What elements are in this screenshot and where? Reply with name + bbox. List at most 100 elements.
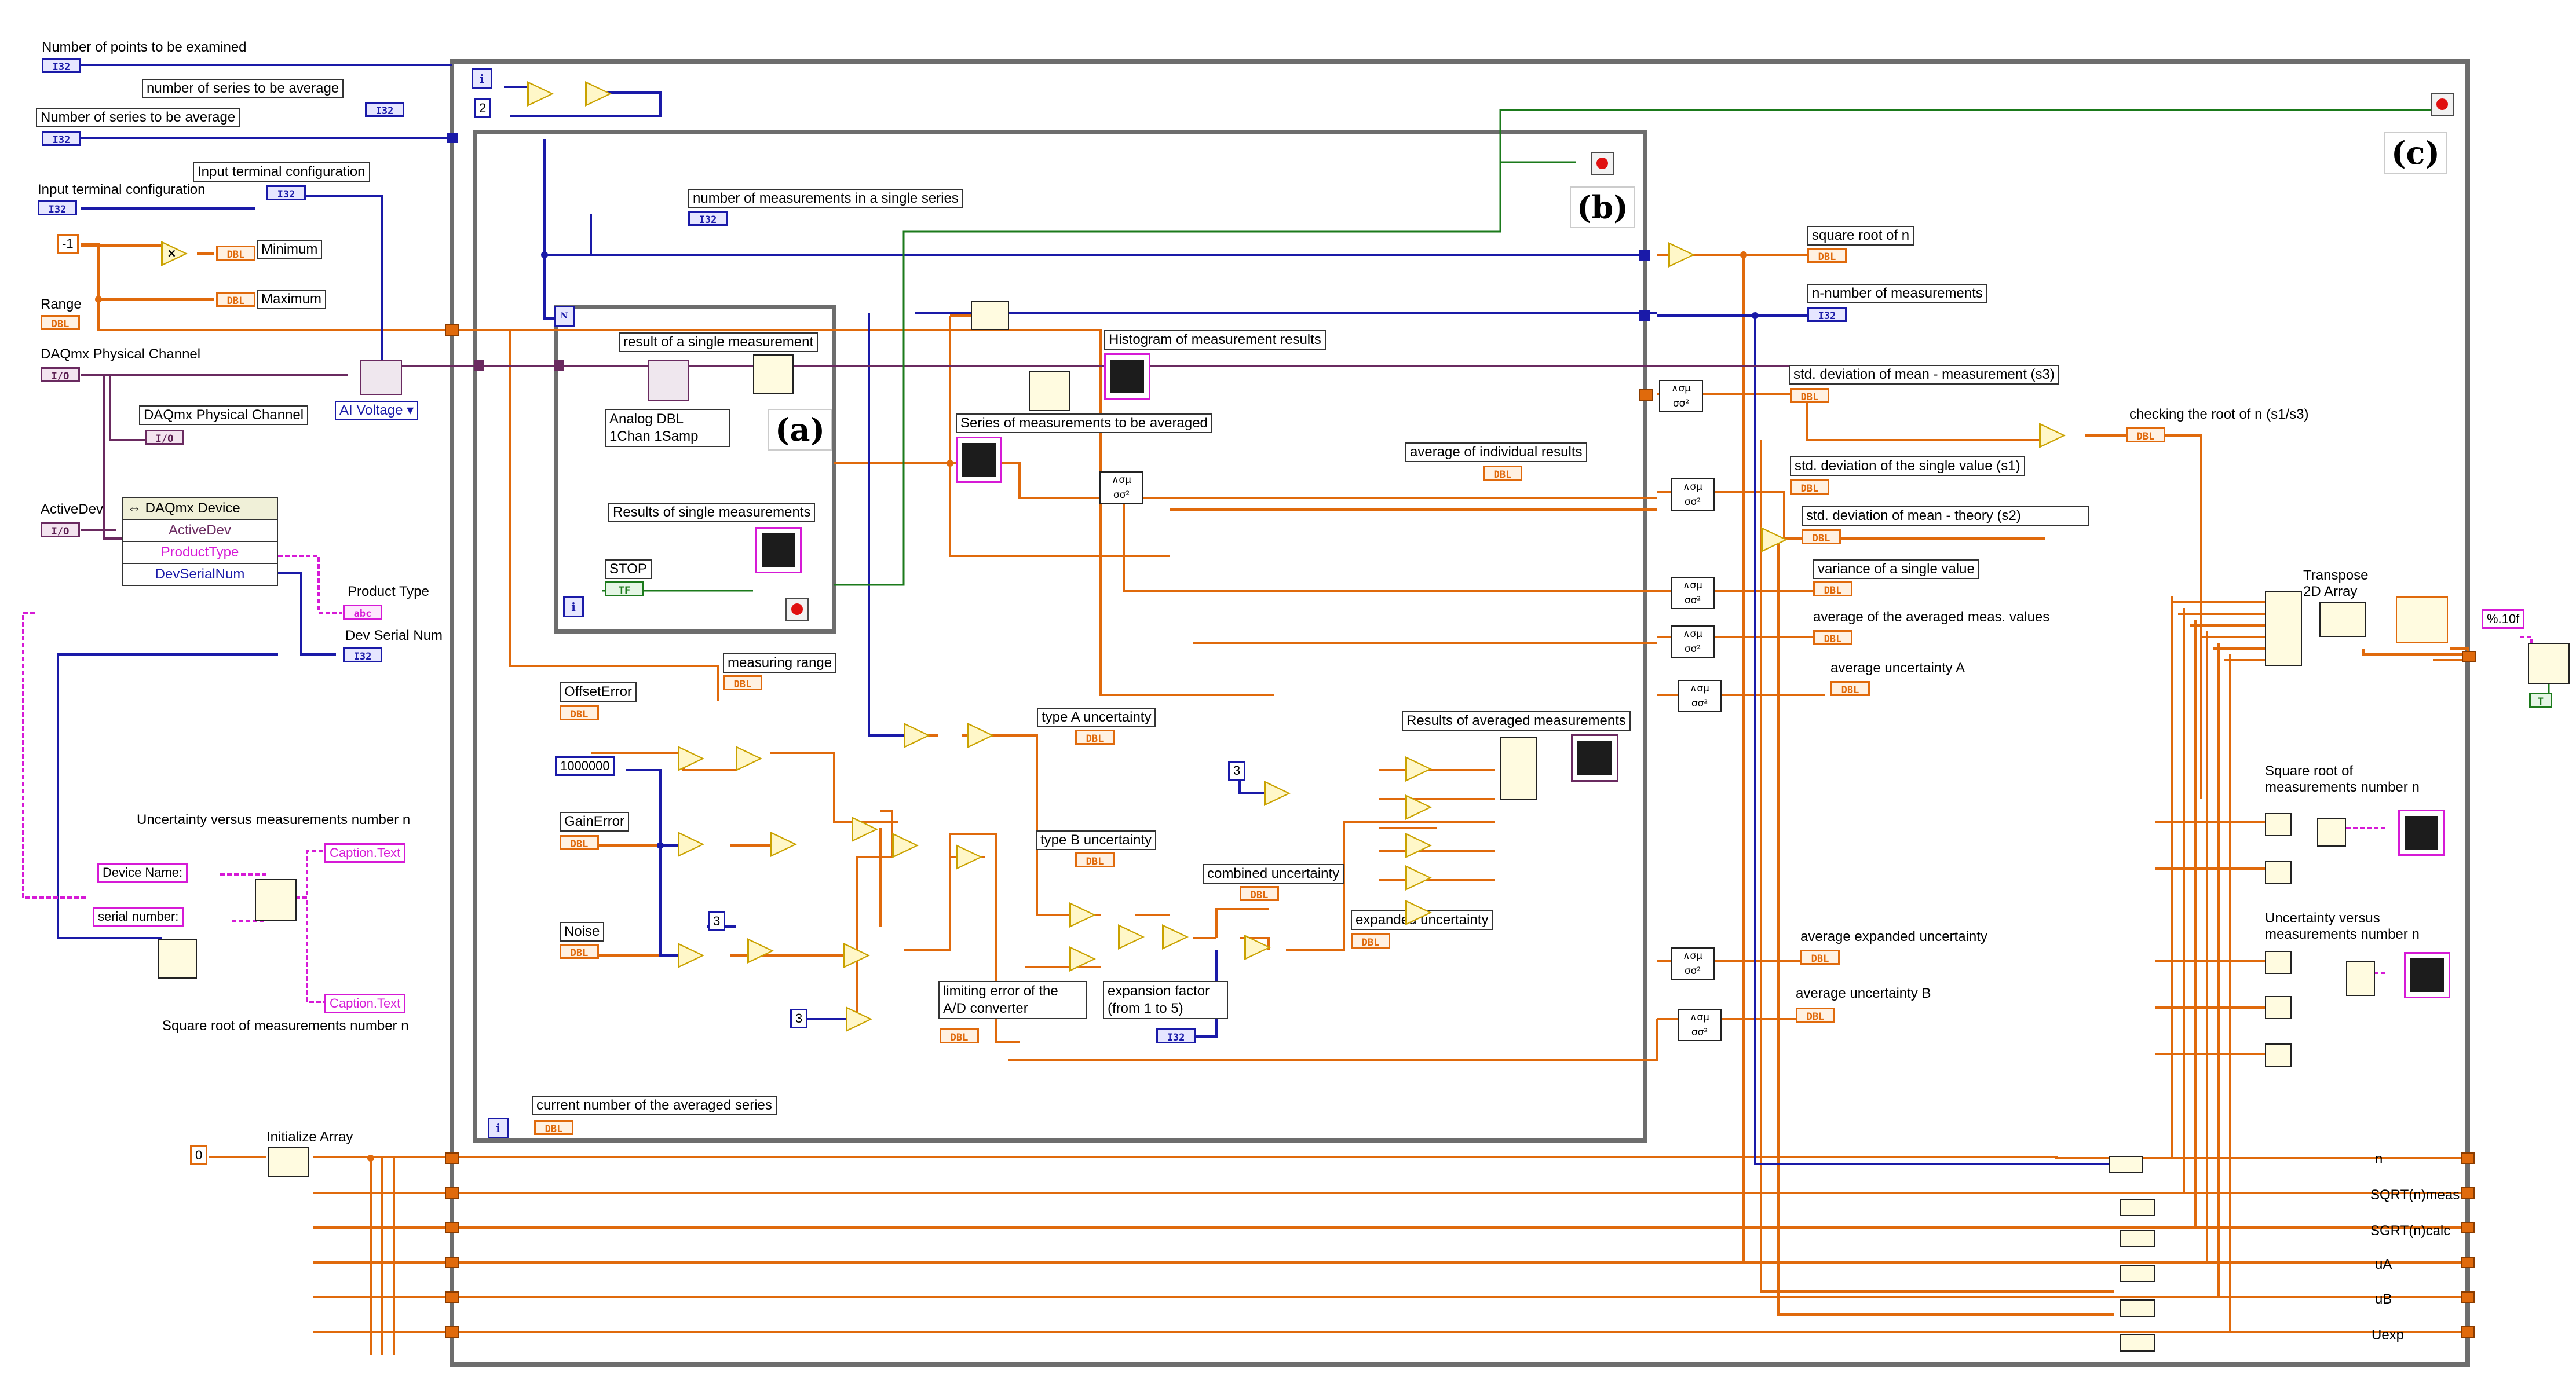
divide-node-3 (678, 943, 704, 968)
multiply-node-1 (736, 746, 762, 771)
property-product-type: ProductType (123, 541, 277, 563)
label-sqrt-meas-graph: Square root of measurements number n (2265, 763, 2420, 795)
terminal-input-config[interactable]: I32 (38, 200, 77, 215)
multiply-node-expanded (1244, 935, 1271, 960)
add-node-2 (892, 833, 919, 858)
analog-selector[interactable]: Analog DBL 1Chan 1Samp (605, 409, 730, 447)
terminal-daqmx-channel[interactable]: I/O (41, 367, 80, 382)
constant-device-name[interactable]: Device Name: (97, 863, 188, 883)
shift-register-4 (445, 1257, 459, 1268)
control-gain-error[interactable]: DBL (560, 835, 599, 850)
square-node-b (1069, 946, 1096, 972)
indicator-avg-uncert-b: DBL (1796, 1008, 1835, 1023)
shift-register-r4 (2461, 1257, 2475, 1268)
indicator-avg-averaged: DBL (1813, 630, 1852, 645)
build-array-big (2265, 591, 2302, 666)
build-array-u (2346, 961, 2375, 996)
control-offset-error[interactable]: DBL (560, 705, 599, 720)
terminal-num-points[interactable]: I32 (42, 58, 81, 73)
multiply-node (161, 241, 188, 266)
ai-voltage-selector[interactable]: AI Voltage ▾ (335, 401, 419, 420)
indicator-dev-serial: I32 (343, 647, 382, 662)
control-noise[interactable]: DBL (560, 944, 599, 959)
constant-format[interactable]: %.10f (2482, 609, 2525, 629)
constant-three-c[interactable]: 3 (1228, 761, 1246, 781)
constant-three-a[interactable]: 3 (708, 911, 726, 931)
constant-three-b[interactable]: 3 (790, 1009, 808, 1028)
terminal-num-series[interactable]: I32 (42, 131, 81, 146)
property-node-title: ⇔ DAQmx Device (123, 498, 277, 519)
bundle-sqrt-b (2265, 861, 2292, 884)
output-sqrt-meas: SQRT(n)meas (2370, 1187, 2460, 1203)
constant-two[interactable]: 2 (474, 98, 492, 118)
label-avg-expanded: average expanded uncertainty (1800, 929, 1987, 944)
label-measuring-range: measuring range (723, 653, 837, 673)
results-single-graph (755, 527, 802, 573)
indicator-std-single: DBL (1790, 479, 1829, 495)
indicator-n-meas: I32 (1807, 307, 1847, 322)
constant-minus-one[interactable]: -1 (57, 234, 79, 254)
square-node-c (585, 81, 612, 107)
shift-register-5 (445, 1291, 459, 1303)
tunnel-right-c (2462, 651, 2476, 662)
tunnel-blue-3 (1639, 310, 1650, 321)
multiply-node-3 (747, 938, 774, 964)
label-num-series: Number of series to be average (36, 108, 240, 127)
label-combined: combined uncertainty (1203, 864, 1344, 884)
output-ub: uB (2375, 1291, 2392, 1307)
label-num-points: Number of points to be examined (42, 39, 247, 55)
constant-million[interactable]: 1000000 (555, 756, 615, 776)
shift-register-r5 (2461, 1291, 2475, 1303)
output-ua: uA (2375, 1257, 2392, 1272)
label-avg-averaged: average of the averaged meas. values (1813, 609, 2050, 625)
shift-register-3 (445, 1222, 459, 1233)
indicator-sqrt-n: DBL (1807, 248, 1847, 263)
label-histogram: Histogram of measurement results (1104, 330, 1326, 350)
label-input-config-ind: Input terminal configuration (193, 162, 370, 182)
series-graph (956, 437, 1002, 483)
sqrt-node-combined (1162, 924, 1189, 950)
bundle-u-a (2265, 951, 2292, 974)
constant-true[interactable]: T (2529, 693, 2552, 708)
label-range: Range (41, 296, 82, 312)
add-node-combined (1118, 924, 1145, 950)
add-node-r4 (1405, 865, 1432, 891)
indicator-daqmx-channel: I/O (145, 430, 184, 445)
indicator-avg-individual: DBL (1483, 466, 1522, 481)
control-stop[interactable]: TF (605, 581, 644, 596)
divide-node-check (2039, 423, 2066, 448)
label-maximum: Maximum (257, 290, 327, 309)
loop-a-iteration: i (563, 596, 584, 617)
indicator-avg-uncert-a: DBL (1830, 681, 1870, 696)
uncert-graph (2404, 952, 2450, 998)
add-node-r2 (1405, 794, 1432, 820)
constant-serial-number[interactable]: serial number: (93, 907, 184, 927)
output-uexp: Uexp (2372, 1327, 2405, 1343)
property-caption-2: Caption.Text (324, 994, 406, 1013)
build-array-out-6 (2120, 1334, 2155, 1352)
array-indicator (2396, 596, 2448, 643)
terminal-maximum: DBL (216, 292, 255, 307)
tunnel-orange-c (445, 324, 459, 336)
sqrt-node-c (1668, 242, 1695, 268)
terminal-active-dev[interactable]: I/O (41, 522, 80, 537)
build-array-out-1 (2109, 1156, 2143, 1173)
while-loop-a-frame (554, 305, 836, 634)
bundle-sqrt-a (2265, 813, 2292, 836)
label-uncert-vs-n: Uncertainty versus measurements number n (137, 812, 411, 828)
constant-zero[interactable]: 0 (190, 1145, 208, 1165)
results-avg-graph (1571, 734, 1618, 782)
control-expansion-factor[interactable]: I32 (1156, 1028, 1196, 1043)
terminal-range[interactable]: DBL (41, 315, 80, 330)
label-initialize-array: Initialize Array (266, 1129, 353, 1145)
sqrt-node-typea (904, 723, 930, 748)
build-array-out-2 (2120, 1199, 2155, 1216)
daqmx-device-property-node[interactable]: ⇔ DAQmx Device ActiveDev ProductType Dev… (122, 497, 278, 586)
indicator-input-config: I32 (266, 185, 306, 200)
number-to-string-node (158, 939, 197, 979)
histogram-graph (1104, 353, 1150, 400)
